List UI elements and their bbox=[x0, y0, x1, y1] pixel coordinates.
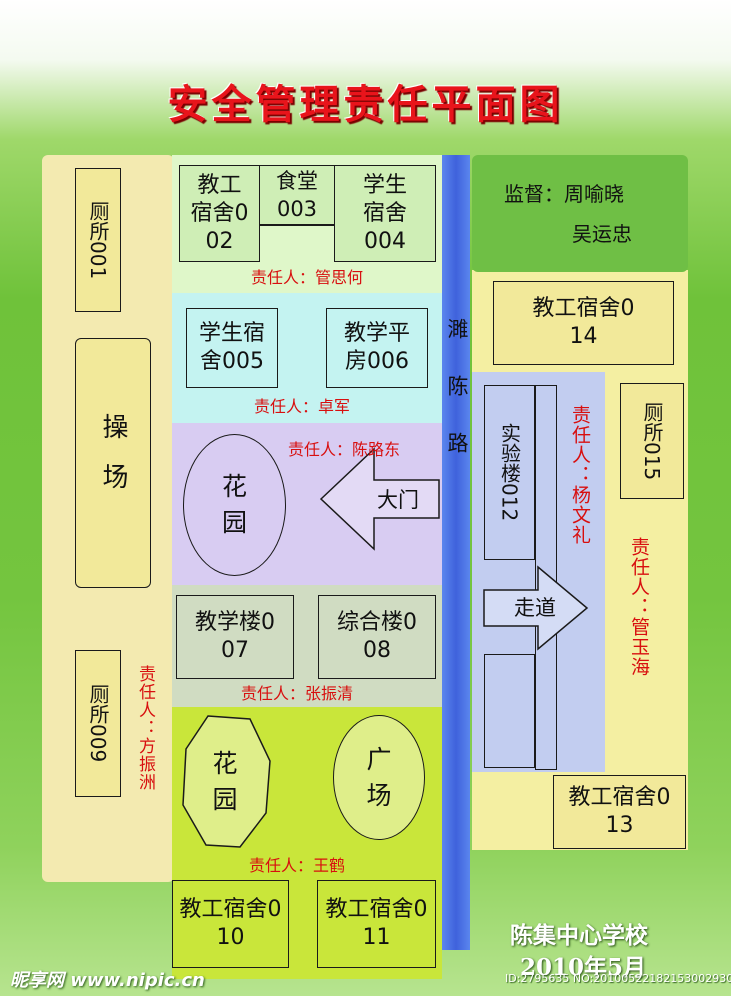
canteen-003: 食堂003 bbox=[259, 165, 335, 225]
responsible-left: 责任人：方振洲 bbox=[135, 665, 155, 791]
dorm-004: 学生宿舍004 bbox=[334, 165, 436, 262]
responsible-zone5: 责任人：王鹤 bbox=[248, 856, 345, 875]
garden-2-shape bbox=[182, 715, 271, 848]
toilet-009: 厕所009 bbox=[75, 650, 121, 797]
garden-1-label: 花园 bbox=[221, 472, 247, 537]
dorm-005: 学生宿舍005 bbox=[186, 308, 278, 388]
toilet-015-label: 厕所015 bbox=[640, 401, 664, 481]
building-007: 教学楼007 bbox=[176, 595, 294, 679]
responsible-zone3: 责任人：陈路东 bbox=[288, 440, 401, 459]
garden-1: 花园 bbox=[183, 434, 286, 576]
gate-label: 大门 bbox=[377, 488, 419, 512]
responsible-zone2: 责任人：卓军 bbox=[253, 397, 350, 416]
responsible-zone4: 责任人：张振清 bbox=[240, 684, 353, 703]
watermark-logo: 昵享网 www.nipic.cn bbox=[10, 970, 205, 991]
supervisor-box bbox=[472, 155, 688, 272]
walkway-arrow-icon bbox=[483, 565, 589, 651]
dorm-002: 教工宿舍002 bbox=[179, 165, 260, 262]
watermark-id: ID:2795635 NO:20100522182153002930 bbox=[505, 972, 731, 985]
building-007-label: 教学楼007 bbox=[195, 610, 275, 663]
canteen-003-label: 食堂003 bbox=[276, 169, 318, 221]
dorm-004-label: 学生宿舍004 bbox=[362, 172, 407, 254]
dorm-002-label: 教工宿舍002 bbox=[190, 172, 249, 254]
responsible-lab: 责任人：杨文礼 bbox=[569, 405, 591, 545]
dorm-011-label: 教工宿舍011 bbox=[325, 897, 428, 950]
supervisor-name-2: 吴运忠 bbox=[572, 222, 632, 246]
lab-annex bbox=[484, 654, 535, 768]
toilet-001-label: 厕所001 bbox=[86, 200, 110, 280]
garden-2-label: 花园 bbox=[212, 749, 238, 814]
lab-012-label: 实验楼012 bbox=[497, 423, 522, 522]
dorm-005-label: 学生宿舍005 bbox=[198, 321, 265, 374]
toilet-015: 厕所015 bbox=[620, 383, 684, 499]
square-label: 广场 bbox=[366, 744, 392, 810]
building-008-label: 综合楼008 bbox=[337, 610, 417, 663]
dorm-013: 教工宿舍013 bbox=[553, 775, 686, 849]
date-label: 2010年5月 bbox=[520, 954, 647, 981]
dorm-014: 教工宿舍014 bbox=[493, 281, 674, 365]
dorm-014-label: 教工宿舍014 bbox=[532, 296, 635, 349]
responsible-zone1: 责任人：管思何 bbox=[250, 268, 363, 287]
playground-label: 操场 bbox=[98, 413, 128, 513]
classroom-006: 教学平房006 bbox=[326, 308, 428, 388]
toilet-001: 厕所001 bbox=[75, 168, 121, 312]
dorm-010: 教工宿舍010 bbox=[172, 880, 289, 968]
road-label: 濉陈路 bbox=[445, 318, 469, 489]
playground: 操场 bbox=[75, 338, 151, 588]
toilet-009-label: 厕所009 bbox=[86, 684, 110, 763]
canteen-link bbox=[259, 224, 335, 226]
school-name: 陈集中心学校 bbox=[510, 922, 648, 949]
walkway-label: 走道 bbox=[514, 596, 556, 620]
building-008: 综合楼008 bbox=[318, 595, 436, 679]
dorm-010-label: 教工宿舍010 bbox=[179, 897, 282, 950]
page-title: 安全管理责任平面图 bbox=[167, 81, 564, 128]
lab-012: 实验楼012 bbox=[484, 385, 535, 560]
supervisor-label: 监督：周喻晓 bbox=[504, 182, 624, 206]
responsible-right: 责任人：管玉海 bbox=[628, 537, 650, 677]
dorm-013-label: 教工宿舍013 bbox=[568, 785, 671, 838]
classroom-006-label: 教学平房006 bbox=[343, 321, 410, 374]
road bbox=[442, 155, 470, 950]
gate-arrow-icon bbox=[319, 447, 440, 551]
square: 广场 bbox=[333, 715, 425, 840]
dorm-011: 教工宿舍011 bbox=[317, 880, 436, 968]
